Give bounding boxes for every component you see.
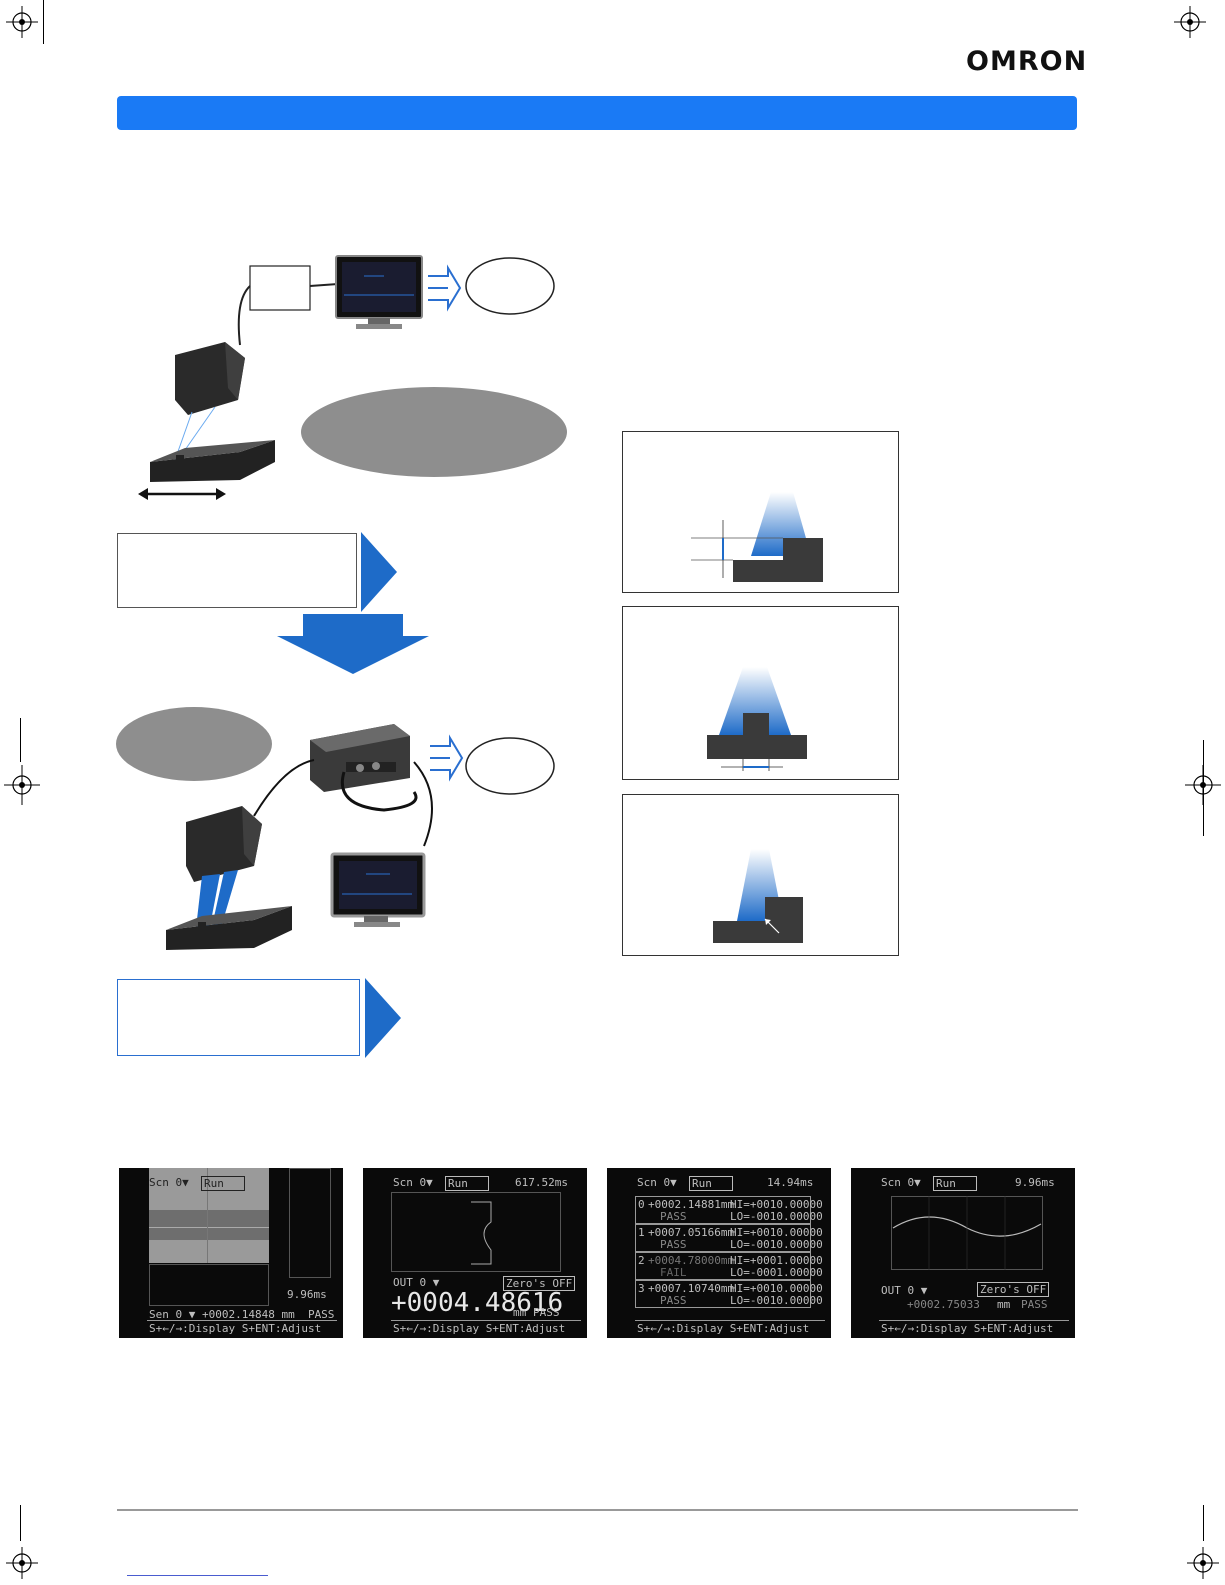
status-label: PASS (533, 1306, 560, 1319)
help-line: S+←/→:Display S+ENT:Adjust (149, 1322, 322, 1335)
table-row: 3 +0007.10740mm PASS HI=+0010.00000 LO=-… (635, 1280, 823, 1308)
mode-label: Run (201, 1176, 245, 1191)
crop-mark (1203, 740, 1204, 836)
footer-divider (117, 1509, 1078, 1511)
registration-mark-icon (6, 1547, 38, 1579)
crop-mark (20, 718, 21, 762)
measured-value: +0002.75033 (907, 1298, 980, 1311)
system-diagram-bottom (116, 707, 555, 950)
measured-value: +0004.48616 (391, 1288, 564, 1318)
arrow-right-icon (361, 532, 397, 612)
help-line: S+←/→:Display S+ENT:Adjust (637, 1322, 810, 1335)
footer-link-underline[interactable] (127, 1575, 268, 1576)
description-box-bottom (117, 979, 360, 1056)
table-row: 2 +0004.78000mm FAIL HI=+0001.00000 LO=-… (635, 1252, 823, 1280)
zero-label: Zero's OFF (503, 1276, 576, 1291)
registration-mark-icon (4, 765, 40, 805)
display-screen-1: Scn 0▼ Run 9.96ms Sen 0 ▼ +0002.14848 mm… (119, 1168, 343, 1338)
cycle-time: 9.96ms (287, 1288, 327, 1301)
omron-logo: OMRON (966, 46, 1088, 77)
status-label: PASS (1021, 1298, 1048, 1311)
description-box-top (117, 533, 357, 608)
scene-label: Scn 0▼ (881, 1176, 921, 1189)
callout-ellipse (301, 387, 567, 477)
mode-label: Run (689, 1176, 733, 1191)
out-label: OUT 0 ▼ (393, 1276, 440, 1289)
unit-label: mm (997, 1298, 1011, 1311)
zero-label: Zero's OFF (977, 1282, 1050, 1297)
arrow-right-icon (365, 978, 401, 1058)
display-screen-3: Scn 0▼ Run 14.94ms 0 +0002.14881mm PASS … (607, 1168, 831, 1338)
mode-label: Run (445, 1176, 489, 1191)
measurement-panel-width (622, 606, 899, 780)
crop-mark (43, 0, 44, 44)
cycle-time: 9.96ms (1015, 1176, 1055, 1189)
registration-mark-icon (6, 6, 38, 38)
help-line: S+←/→:Display S+ENT:Adjust (393, 1322, 566, 1335)
crop-mark (1203, 1505, 1204, 1541)
section-header-bar (117, 96, 1077, 130)
unit-label: mm (513, 1306, 527, 1319)
measurement-panel-edge (622, 794, 899, 956)
scene-label: Scn 0▼ (149, 1176, 189, 1189)
crop-mark (20, 1505, 21, 1541)
display-screen-4: Scn 0▼ Run 9.96ms OUT 0 ▼ Zero's OFF +00… (851, 1168, 1075, 1338)
cycle-time: 14.94ms (767, 1176, 814, 1189)
measurement-panel-step (622, 431, 899, 593)
help-line: S+←/→:Display S+ENT:Adjust (881, 1322, 1054, 1335)
scene-label: Scn 0▼ (393, 1176, 433, 1189)
system-diagram-top (138, 255, 555, 500)
registration-mark-icon (1174, 6, 1206, 38)
mode-label: Run (933, 1176, 977, 1191)
sensor-line: Sen 0 ▼ +0002.14848 mm PASS (149, 1308, 335, 1321)
scene-label: Scn 0▼ (637, 1176, 677, 1189)
table-row: 0 +0002.14881mm PASS HI=+0010.00000 LO=-… (635, 1196, 823, 1224)
cycle-time: 617.52ms (515, 1176, 568, 1189)
out-label: OUT 0 ▼ (881, 1284, 928, 1297)
arrow-down-icon (277, 614, 429, 674)
table-row: 1 +0007.05166mm PASS HI=+0010.00000 LO=-… (635, 1224, 823, 1252)
display-screen-2: Scn 0▼ Run 617.52ms OUT 0 ▼ Zero's OFF +… (363, 1168, 587, 1338)
registration-mark-icon (1187, 1547, 1219, 1579)
